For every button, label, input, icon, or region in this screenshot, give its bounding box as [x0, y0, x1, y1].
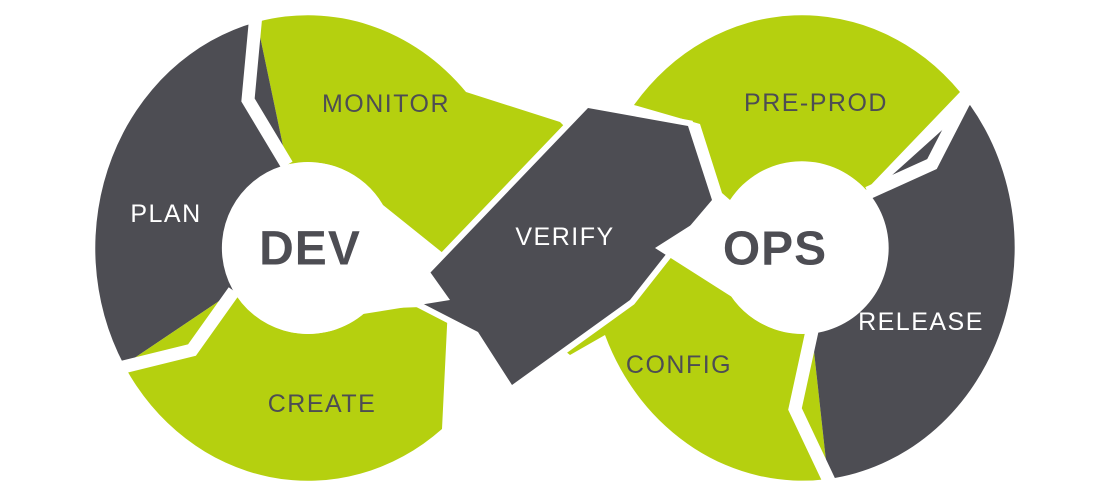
segment-plan — [95, 22, 287, 365]
dev-center-teardrop — [221, 161, 450, 334]
dev-label: DEV — [259, 223, 361, 276]
label-create: CREATE — [268, 390, 377, 418]
segment-preprod — [634, 15, 960, 200]
gap-release-config — [788, 329, 837, 488]
gap-plan-monitor — [241, 13, 293, 169]
segment-release — [812, 105, 1015, 479]
label-plan: PLAN — [130, 200, 201, 228]
gap-preprod-release — [865, 89, 975, 199]
label-config: CONFIG — [626, 351, 732, 379]
ops-label: OPS — [723, 223, 827, 276]
label-monitor: MONITOR — [322, 90, 450, 118]
ops-center-teardrop — [655, 161, 889, 334]
label-verify: VERIFY — [515, 223, 614, 251]
label-preprod: PRE-PROD — [744, 89, 888, 117]
gap-plan-create — [117, 287, 240, 375]
label-release: RELEASE — [858, 308, 984, 336]
